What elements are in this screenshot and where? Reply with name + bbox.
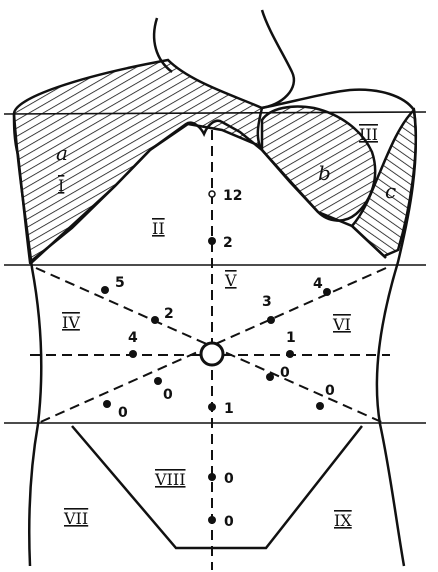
dot-lower-right-inner: [266, 373, 274, 381]
value-mid-12: 12: [223, 188, 242, 204]
label-I: I: [58, 176, 64, 195]
value-mid-2: 2: [223, 235, 233, 251]
dot-right-1: [286, 350, 294, 358]
value-upper-right-3: 3: [262, 294, 272, 310]
dot-hypogastric-upper: [208, 473, 216, 481]
value-right-1: 1: [286, 330, 296, 346]
value-upper-right-4: 4: [313, 276, 323, 292]
dot-lower-left-inner: [154, 377, 162, 385]
value-hypogastric-lower: 0: [224, 514, 234, 530]
dot-below-navel-1: [208, 403, 216, 411]
label-IX: IX: [334, 511, 352, 530]
label-c: c: [385, 179, 396, 203]
dot-hypogastric-lower: [208, 516, 216, 524]
dot-upper-right-4: [323, 288, 331, 296]
value-lower-right-inner: 0: [280, 365, 290, 381]
dot-upper-left-2: [151, 316, 159, 324]
value-upper-left-2: 2: [164, 306, 174, 322]
label-IV: IV: [62, 313, 80, 332]
dot-mid-12: [209, 191, 215, 197]
label-V: V: [224, 271, 237, 290]
dot-upper-right-3: [267, 316, 275, 324]
label-II: II: [152, 219, 165, 238]
dot-mid-2: [208, 237, 216, 245]
dot-upper-left-5: [101, 286, 109, 294]
navel-circle: [201, 343, 223, 365]
value-left-4: 4: [128, 330, 138, 346]
value-hypogastric-upper: 0: [224, 471, 234, 487]
neck-right-line: [260, 10, 294, 108]
hypogastric-trapezoid: [72, 426, 362, 548]
dot-lower-right-outer: [316, 402, 324, 410]
label-VIII: VIII: [154, 470, 186, 489]
label-b: b: [318, 161, 331, 185]
dot-lower-left-outer: [103, 400, 111, 408]
value-lower-left-outer: 0: [118, 405, 128, 421]
value-below-navel-1: 1: [224, 401, 234, 417]
value-lower-right-outer: 0: [325, 383, 335, 399]
value-upper-left-5: 5: [115, 275, 125, 291]
label-VI: VI: [332, 315, 351, 334]
label-III: III: [359, 125, 378, 144]
value-lower-left-inner: 0: [163, 387, 173, 403]
dot-left-4: [129, 350, 137, 358]
label-a: a: [56, 141, 68, 165]
label-VII: VII: [63, 509, 88, 528]
